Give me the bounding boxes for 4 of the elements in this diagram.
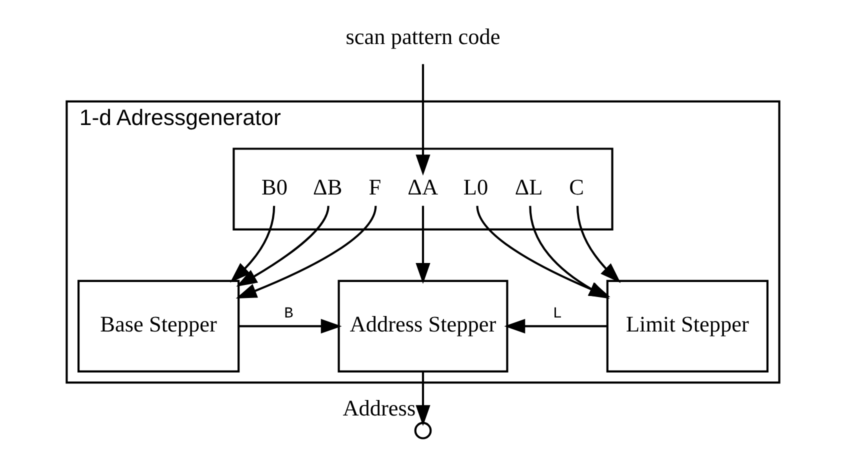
node-text: scan pattern code — [345, 24, 500, 50]
node-label: Address — [342, 396, 416, 421]
edge-label: L — [552, 304, 562, 323]
edge-label: B — [284, 304, 293, 323]
